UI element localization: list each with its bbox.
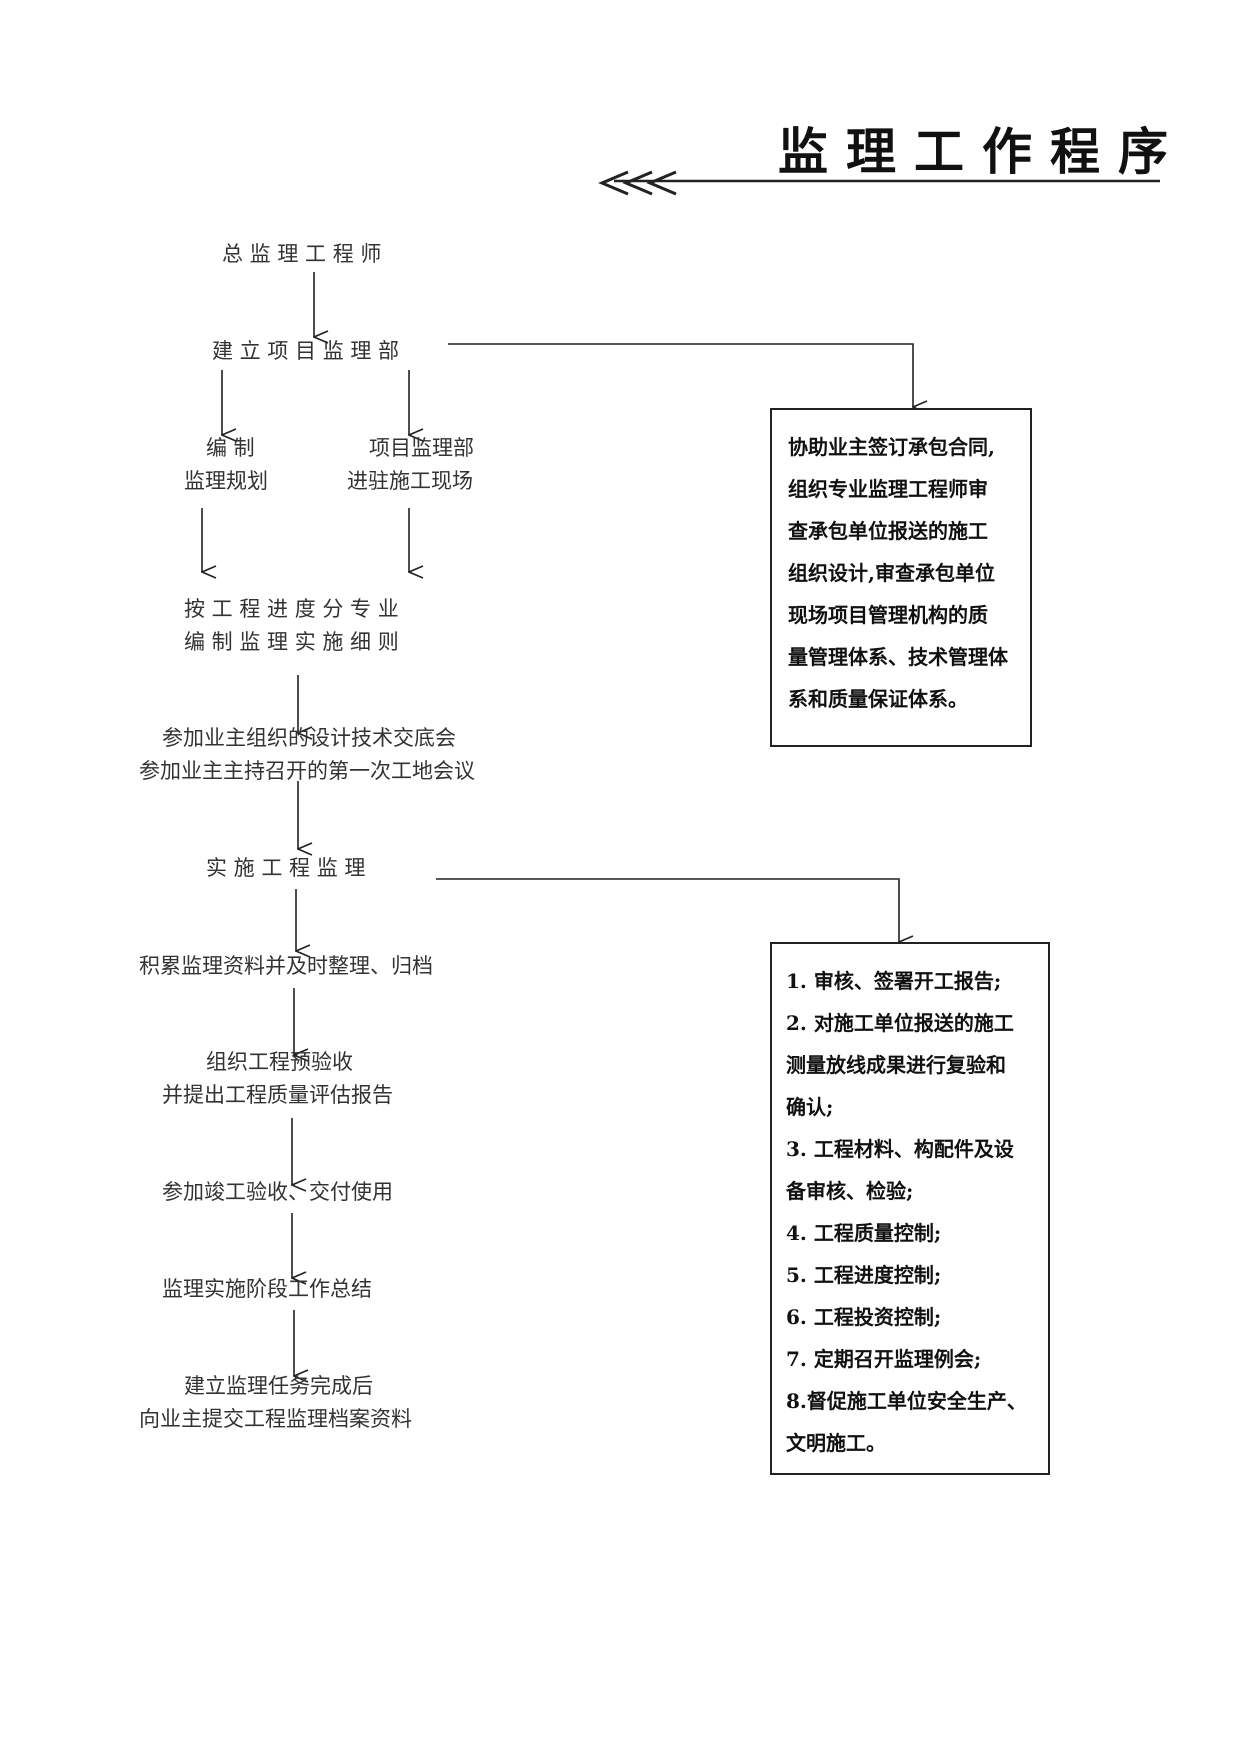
node-rules-line2: 编 制 监 理 实 施 细 则	[184, 630, 399, 654]
node-handover-line2: 向业主提交工程监理档案资料	[139, 1407, 412, 1431]
box2-line: 1. 审核、签署开工报告;	[786, 969, 1002, 993]
node-meeting-line2: 参加业主主持召开的第一次工地会议	[139, 759, 475, 783]
node-implement: 实 施 工 程 监 理	[206, 856, 366, 880]
branch-to-box2	[436, 878, 899, 942]
box1-line: 量管理体系、技术管理体	[788, 645, 1008, 669]
box2-line: 测量放线成果进行复验和	[786, 1053, 1006, 1077]
box2-line: 2. 对施工单位报送的施工	[786, 1011, 1014, 1035]
box-implementation-duties: 1. 审核、签署开工报告; 2. 对施工单位报送的施工 测量放线成果进行复验和 …	[770, 942, 1050, 1475]
node-rules-line1: 按 工 程 进 度 分 专 业	[184, 597, 399, 621]
page-title: 监理工作程序	[778, 122, 1186, 181]
box1-line: 现场项目管理机构的质	[788, 603, 988, 627]
box2-line: 5. 工程进度控制;	[786, 1263, 942, 1287]
box1-line: 组织设计,审查承包单位	[788, 561, 995, 585]
box2-line: 确认;	[786, 1095, 834, 1119]
box2-line: 4. 工程质量控制;	[786, 1221, 942, 1245]
box1-list: 协助业主签订承包合同, 组织专业监理工程师审 查承包单位报送的施工 组织设计,审…	[772, 410, 1030, 720]
node-dept-line1: 项目监理部	[369, 436, 474, 460]
node-preacceptance-line1: 组织工程预验收	[206, 1050, 353, 1074]
box1-line: 系和质量保证体系。	[788, 687, 968, 711]
node-meeting-line1: 参加业主组织的设计技术交底会	[162, 726, 456, 750]
node-preacceptance-line2: 并提出工程质量评估报告	[162, 1083, 393, 1107]
box1-line: 查承包单位报送的施工	[788, 519, 988, 543]
node-dept-line2: 进驻施工现场	[347, 469, 473, 493]
title-underline	[598, 170, 1160, 196]
box2-line: 6. 工程投资控制;	[786, 1305, 942, 1329]
node-summary: 监理实施阶段工作总结	[162, 1277, 372, 1301]
box2-line: 文明施工。	[786, 1431, 886, 1455]
node-compile-line1: 编 制	[206, 436, 255, 460]
node-completion: 参加竣工验收、交付使用	[162, 1180, 393, 1204]
node-archive: 积累监理资料并及时整理、归档	[139, 954, 433, 978]
node-setup-department: 建 立 项 目 监 理 部	[212, 339, 400, 363]
node-compile-line2: 监理规划	[184, 469, 268, 493]
branch-to-box1	[448, 343, 913, 407]
box-preparation-duties: 协助业主签订承包合同, 组织专业监理工程师审 查承包单位报送的施工 组织设计,审…	[770, 408, 1032, 747]
box2-line: 备审核、检验;	[786, 1179, 914, 1203]
box1-line: 组织专业监理工程师审	[788, 477, 988, 501]
box2-line: 7. 定期召开监理例会;	[786, 1347, 982, 1371]
node-chief-engineer: 总 监 理 工 程 师	[222, 242, 382, 266]
box2-line: 8.督促施工单位安全生产、	[786, 1389, 1027, 1413]
box2-list: 1. 审核、签署开工报告; 2. 对施工单位报送的施工 测量放线成果进行复验和 …	[772, 944, 1048, 1464]
node-handover-line1: 建立监理任务完成后	[184, 1374, 373, 1398]
box2-line: 3. 工程材料、构配件及设	[786, 1137, 1014, 1161]
box1-line: 协助业主签订承包合同,	[788, 435, 995, 459]
